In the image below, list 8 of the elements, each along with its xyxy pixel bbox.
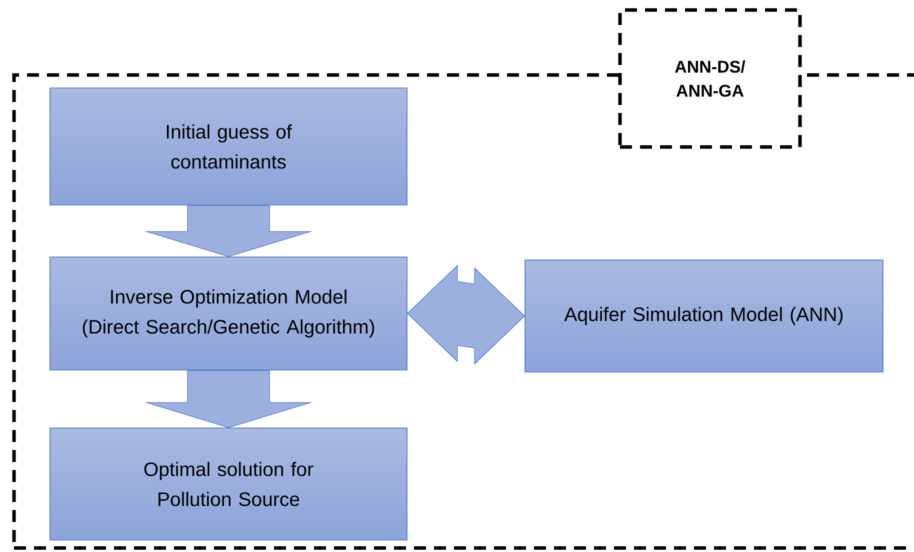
process-box: Initial guess of contaminants <box>50 88 408 206</box>
dashed-group-frame <box>12 73 914 550</box>
block-arrow <box>144 205 313 257</box>
process-box: Inverse Optimization Model (Direct Search/Genetic Algorithm) <box>50 256 408 370</box>
process-box: Optimal solution for Pollution Source <box>50 428 408 540</box>
group-label-box: ANN-DS/ ANN-GA <box>618 8 802 149</box>
process-box: Aquifer Simulation Model (ANN) <box>524 260 884 372</box>
block-arrow <box>144 370 313 428</box>
